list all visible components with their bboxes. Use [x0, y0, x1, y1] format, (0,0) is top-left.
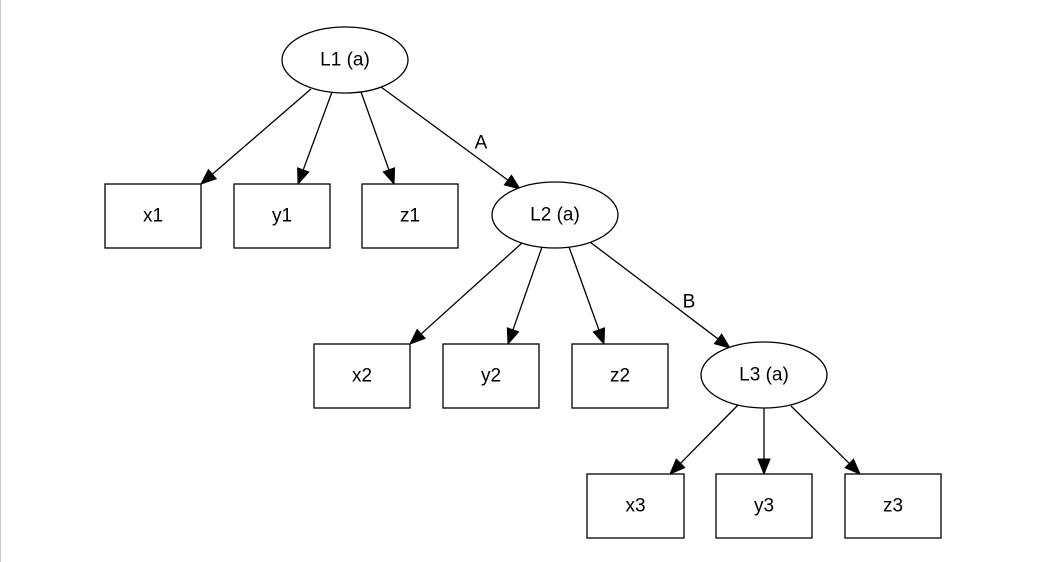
edge-L3-y3: [757, 408, 771, 476]
edge-L2-z2: [568, 246, 606, 346]
edge-L3-z3: [790, 405, 861, 475]
arrowhead-icon: [506, 327, 520, 346]
arrowhead-icon: [199, 168, 218, 185]
arrowhead-icon: [757, 458, 771, 476]
ellipse-node-shape: [281, 26, 409, 94]
node-label: z3: [883, 496, 903, 517]
node-label: L1 (a): [320, 50, 370, 71]
edge-L3-x3: [669, 404, 739, 475]
arrowhead-icon: [297, 167, 310, 186]
edge-L1-x1: [199, 88, 312, 185]
box-node-shape: [361, 183, 459, 249]
box-node-shape: [313, 343, 411, 409]
node-y3: y3: [715, 473, 813, 539]
node-label: z2: [610, 366, 630, 387]
edge-line: [302, 91, 333, 171]
edge-L1-y1: [297, 91, 333, 186]
box-node-shape: [233, 183, 331, 249]
node-label: y3: [754, 496, 774, 517]
edge-line: [790, 405, 850, 464]
node-x3: x3: [586, 473, 685, 539]
node-z2: z2: [571, 343, 669, 409]
node-label: x1: [143, 206, 163, 227]
arrowhead-icon: [503, 174, 522, 190]
arrowhead-icon: [382, 167, 396, 186]
box-node-shape: [104, 183, 202, 249]
edge-label: A: [475, 133, 488, 154]
node-x2: x2: [313, 343, 411, 409]
node-y1: y1: [233, 183, 331, 249]
edge-line: [211, 88, 312, 175]
arrowhead-icon: [713, 333, 732, 349]
edge-line: [680, 404, 739, 464]
node-L3: L3 (a): [700, 341, 828, 409]
arrowhead-icon: [592, 327, 606, 346]
arrowhead-icon: [844, 458, 861, 475]
node-label: x3: [625, 496, 645, 517]
node-label: y1: [272, 206, 292, 227]
edge-line: [360, 91, 390, 171]
node-x1: x1: [104, 183, 202, 249]
box-node-shape: [586, 473, 685, 539]
left-border: [0, 0, 1, 562]
nodes-layer: L1 (a) x1 y1 z1 L2 (a) x2 y2 z2 L3 (a) x3 y3 z3: [104, 26, 942, 539]
node-z1: z1: [361, 183, 459, 249]
edge-line: [568, 246, 600, 331]
edge-L2-L3: B: [589, 241, 732, 349]
node-label: x2: [352, 366, 372, 387]
edge-label: B: [683, 292, 696, 313]
node-label: z1: [400, 206, 420, 227]
edge-line: [589, 241, 719, 340]
box-node-shape: [715, 473, 813, 539]
node-L2: L2 (a): [491, 181, 619, 249]
box-node-shape: [844, 473, 942, 539]
edge-line: [380, 86, 509, 181]
edge-line: [420, 242, 523, 335]
edge-L2-x2: [409, 242, 523, 345]
edge-L1-z1: [360, 91, 396, 186]
node-label: L3 (a): [739, 365, 789, 386]
node-z3: z3: [844, 473, 942, 539]
edge-line: [512, 246, 543, 331]
node-label: L2 (a): [530, 205, 580, 226]
node-label: y2: [481, 366, 501, 387]
arrowhead-icon: [409, 328, 427, 345]
edges-layer: AB: [199, 86, 861, 476]
arrowhead-icon: [669, 458, 686, 475]
node-L1: L1 (a): [281, 26, 409, 94]
ellipse-node-shape: [491, 181, 619, 249]
ellipse-node-shape: [700, 341, 828, 409]
box-node-shape: [442, 343, 540, 409]
edge-L2-y2: [506, 246, 543, 346]
node-y2: y2: [442, 343, 540, 409]
box-node-shape: [571, 343, 669, 409]
edge-L1-L2: A: [380, 86, 522, 190]
